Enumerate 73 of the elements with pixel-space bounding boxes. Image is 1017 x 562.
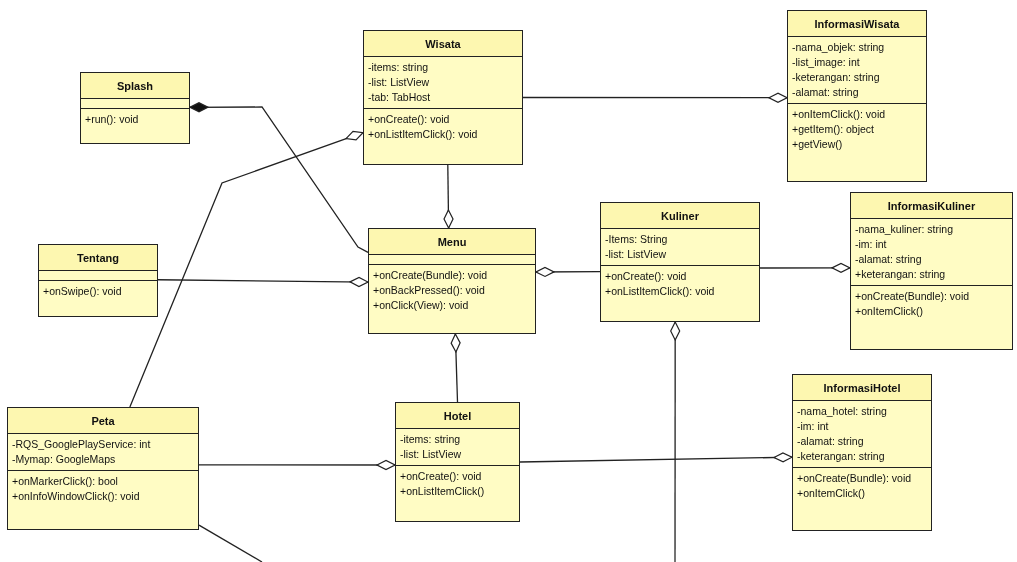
attribute-text: -list: ListView [400,447,462,462]
class-box [787,10,927,182]
class-name: Menu [437,235,467,248]
class-name: Wisata [425,37,461,50]
class-box [7,407,199,530]
attribute-text: -Mymap: GoogleMaps [12,452,116,467]
class-box [850,192,1013,350]
class-name: InformasiKuliner [887,199,976,212]
association-line [670,321,681,562]
method-text: +onCreate(Bundle): void [855,289,970,304]
attribute-text: -nama_kuliner: string [855,222,954,237]
method-text: +onCreate(Bundle): void [797,471,912,486]
attribute-text: -nama_objek: string [792,40,885,55]
method-text: +onCreate(Bundle): void [373,268,488,283]
class-name: Tentang [77,251,119,264]
method-text: +onItemClick() [855,304,923,319]
association-line [157,276,369,288]
method-text: +onItemClick() [797,486,865,501]
method-text: +onClick(View): void [373,298,469,313]
method-text: +onCreate(): void [400,469,482,484]
association-line [198,524,263,562]
attribute-text: -RQS_GooglePlayService: int [12,437,151,452]
attribute-text: -list: ListView [368,75,430,90]
method-text: +run(): void [85,112,139,127]
method-text: +onItemClick(): void [792,107,886,122]
association-line [450,333,461,403]
class-box [792,374,932,531]
class-box [38,244,158,317]
class-name: InformasiWisata [814,17,900,30]
method-text: +onListItemClick(): void [605,284,715,299]
association-line [443,164,454,229]
attribute-text: -list: ListView [605,247,667,262]
method-text: +onBackPressed(): void [373,283,485,298]
class-name: Peta [91,414,115,427]
association-line [522,92,788,103]
association-line [129,130,364,408]
attribute-text: -list_image: int [792,55,860,70]
association-line [535,266,601,278]
association-line [519,452,793,463]
attribute-text: -alamat: string [792,85,859,100]
class-name: InformasiHotel [823,381,901,394]
method-text: +onCreate(): void [605,269,687,284]
association-line [198,459,396,471]
class-box [363,30,523,165]
method-text: +getItem(): object [792,122,874,137]
method-text: +getView() [792,137,843,152]
attribute-text: -items: string [400,432,461,447]
class-box [600,202,760,322]
attribute-text: -Items: String [605,232,668,247]
class-name: Hotel [443,409,472,422]
attribute-text: +keterangan: string [855,267,946,282]
method-text: +onMarkerClick(): bool [12,474,118,489]
method-text: +onSwipe(): void [43,284,122,299]
class-box [368,228,536,334]
attribute-text: -alamat: string [855,252,922,267]
method-text: +onListItemClick() [400,484,485,499]
class-name: Kuliner [661,209,699,222]
attribute-text: -im: int [855,237,887,252]
attribute-text: -keterangan: string [797,449,885,464]
method-text: +onListItemClick(): void [368,127,478,142]
attribute-text: -nama_hotel: string [797,404,887,419]
class-name: Splash [116,79,154,92]
association-line [759,262,851,273]
attribute-text: -items: string [368,60,429,75]
attribute-text: -alamat: string [797,434,864,449]
method-text: +onCreate(): void [368,112,450,127]
association-line [189,102,369,254]
attribute-text: -im: int [797,419,829,434]
class-box [395,402,520,522]
class-box [80,72,190,144]
method-text: +onInfoWindowClick(): void [12,489,140,504]
attribute-text: -tab: TabHost [368,90,431,105]
attribute-text: -keterangan: string [792,70,880,85]
